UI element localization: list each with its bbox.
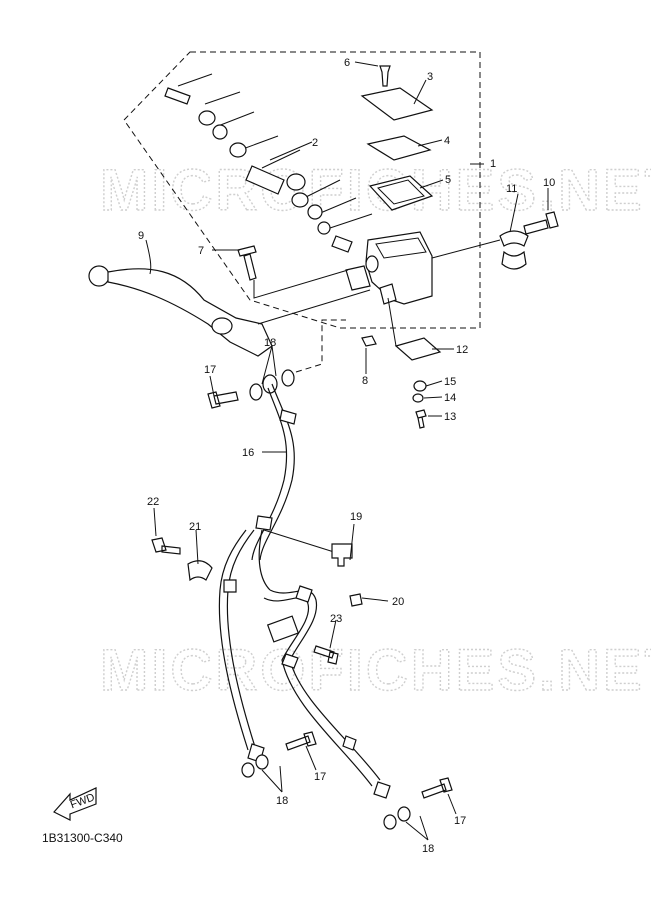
bolt-7	[237, 245, 257, 281]
clamp-21	[187, 560, 213, 582]
nut-8	[361, 335, 377, 347]
callout-2: 2	[312, 137, 318, 149]
callout-12: 12	[456, 344, 468, 356]
clamp-11	[499, 230, 529, 270]
clamp-assembly	[431, 211, 559, 270]
callout-17-upper: 17	[204, 364, 216, 376]
piston-kit	[164, 73, 373, 253]
plate-4	[366, 135, 432, 161]
callout-18-upper: 18	[264, 337, 276, 349]
watermark-bottom: MICROFICHES.NET	[100, 638, 651, 703]
callout-22: 22	[147, 496, 159, 508]
brake-lever	[88, 245, 377, 357]
callout-14: 14	[444, 392, 456, 404]
hose-guides	[151, 529, 363, 665]
callout-10: 10	[543, 177, 555, 189]
callouts: 1 2 3 4 5 6 7 8 9 10 11 12 13 14 15 16 1…	[138, 57, 555, 855]
callout-9: 9	[138, 230, 144, 242]
bolt-23	[313, 645, 339, 665]
callout-11: 11	[506, 183, 517, 195]
lower-banjos	[241, 731, 453, 830]
callout-6: 6	[344, 57, 350, 69]
bolt-22	[151, 537, 181, 555]
bracket-19	[331, 543, 353, 567]
callout-8: 8	[362, 375, 368, 387]
callout-23: 23	[330, 613, 342, 625]
callout-19: 19	[350, 511, 362, 523]
callout-16: 16	[242, 447, 254, 459]
callout-17-left: 17	[314, 771, 326, 783]
leader-lines	[145, 61, 549, 841]
callout-7: 7	[198, 245, 204, 257]
callout-20: 20	[392, 596, 404, 608]
callout-4: 4	[444, 135, 450, 147]
cap-3	[360, 87, 434, 121]
callout-5: 5	[445, 174, 451, 186]
callout-13: 13	[444, 411, 456, 423]
master-cylinder-body	[345, 231, 433, 305]
assembly-boundary	[123, 51, 481, 329]
bolt-20	[349, 593, 363, 607]
callout-3: 3	[427, 71, 433, 83]
callout-18-right: 18	[422, 843, 434, 855]
callout-21: 21	[189, 521, 201, 533]
upper-banjo	[207, 319, 346, 409]
reservoir-cap-stack	[360, 65, 434, 211]
brake-switch	[387, 297, 442, 429]
diagram-code: 1B31300-C340	[42, 831, 123, 845]
diaphragm-5	[368, 175, 434, 211]
callout-15: 15	[444, 376, 456, 388]
callout-18-left: 18	[276, 795, 288, 807]
bolt-10	[523, 211, 559, 235]
callout-17-right: 17	[454, 815, 466, 827]
fwd-arrow-icon: FWD	[53, 787, 97, 821]
brake-hose	[218, 383, 391, 799]
callout-1: 1	[490, 158, 496, 170]
screw-6	[379, 65, 391, 87]
